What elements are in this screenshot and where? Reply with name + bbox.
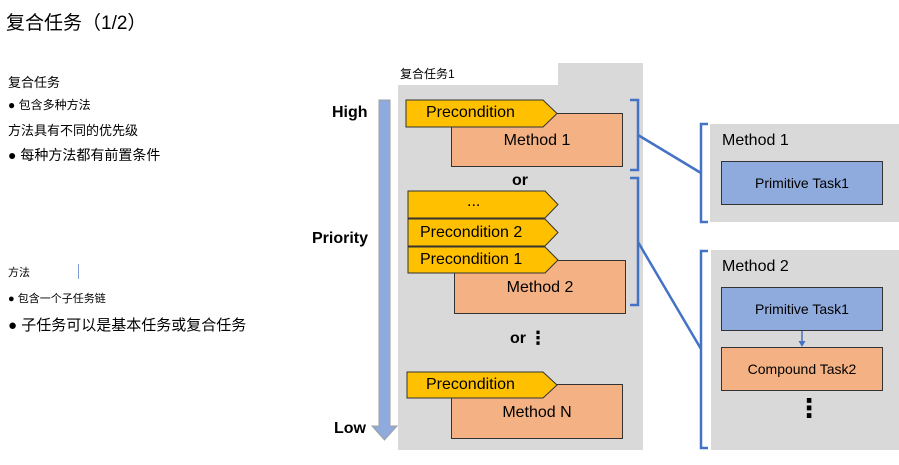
compound-task-box: Compound Task2 [721,347,883,391]
text-cursor [78,264,79,279]
priority-arrow-icon [370,99,399,441]
precondition-label: ... [467,193,481,210]
slide-title: 复合任务（1/2） [6,13,147,34]
precondition-shape [407,218,559,247]
precondition-shape [405,99,558,128]
precondition-shape [407,190,559,219]
priority-low-label: Low [334,420,366,437]
connector-method-1 [637,133,702,175]
or-separator: or [512,172,528,189]
compound-task-label: Compound Task2 [747,361,857,377]
method-n-label: Method N [502,403,572,421]
priority-label: Priority [312,230,369,247]
precondition-shape [407,246,559,274]
method-1-detail-title: Method 1 [722,132,789,149]
or-separator: or [510,330,526,347]
compound-task-heading: 复合任务 [8,75,61,90]
primitive-task-label: Primitive Task1 [755,301,849,317]
precondition-shape [406,371,558,399]
subtask-arrow-head-icon [798,341,806,347]
primitive-task-label: Primitive Task1 [755,175,849,191]
note-methods-priority: 方法具有不同的优先级 [8,123,139,138]
precondition-label: Precondition 2 [420,224,523,241]
connector-method-2 [636,241,703,350]
method-2-detail-title: Method 2 [722,258,789,275]
primitive-task-box: Primitive Task1 [721,287,883,331]
method-1-label: Method 1 [503,132,571,149]
note-subtask-types: ● 子任务可以是基本任务或复合任务 [8,317,247,334]
precondition-label: Precondition 1 [420,251,523,268]
precondition-label: Precondition [426,104,515,121]
bracket-method-2 [630,176,640,307]
precondition-label: Precondition [426,376,515,393]
more-methods-ellipsis: ⋮ [529,328,547,348]
priority-high-label: High [332,104,368,121]
method-2-label: Method 2 [506,279,574,296]
more-subtasks-ellipsis: ⋮ [796,393,822,423]
bracket-detail-1 [699,122,708,224]
note-subtask-chain: ● 包含一个子任务链 [8,293,106,305]
note-multiple-methods: ● 包含多种方法 [8,98,91,112]
method-heading: 方法 [8,267,30,279]
note-preconditions: ● 每种方法都有前置条件 [8,147,161,163]
primitive-task-box: Primitive Task1 [721,161,883,205]
compound-task-caption: 复合任务1 [398,63,558,85]
bracket-detail-2 [699,249,708,450]
